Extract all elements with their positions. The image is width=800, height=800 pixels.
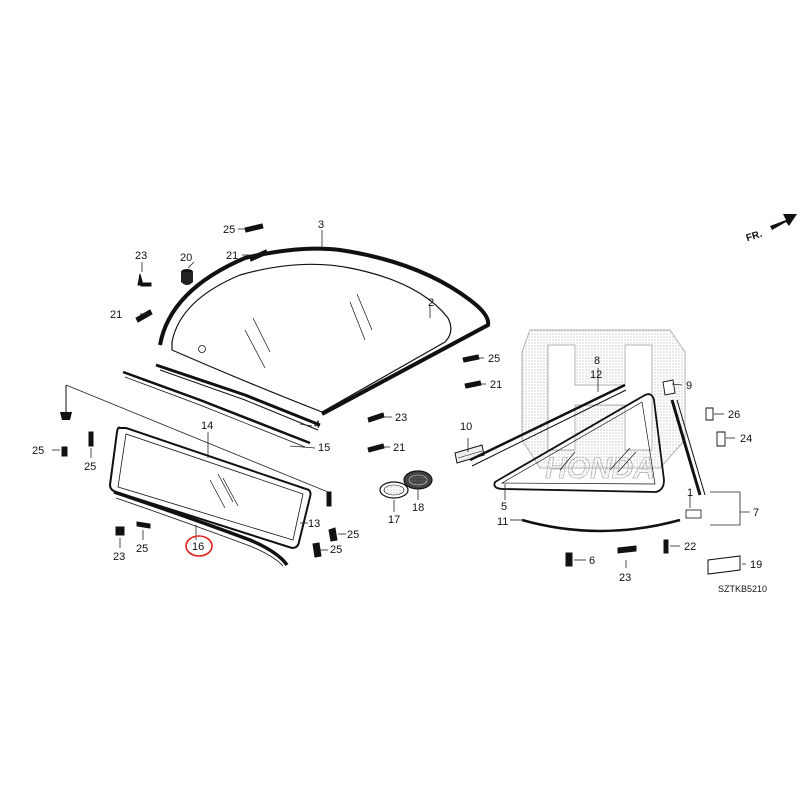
front-direction-indicator: FR.	[745, 214, 797, 244]
callout-21: 21	[393, 442, 405, 454]
fastener-clips	[61, 223, 669, 567]
callout-17: 17	[388, 514, 400, 526]
emblem-18	[403, 470, 433, 490]
highlight-circle-16	[185, 535, 213, 557]
callout-21: 21	[490, 379, 502, 391]
callout-23: 23	[395, 412, 407, 424]
clip-20	[181, 269, 193, 285]
callout-11: 11	[497, 516, 508, 528]
label-plate-19	[707, 555, 741, 575]
callout-18: 18	[412, 502, 424, 514]
bolt-mount	[327, 491, 331, 505]
callout-14: 14	[201, 420, 213, 432]
callout-21: 21	[226, 250, 238, 262]
callout-12: 12	[590, 369, 602, 381]
quarter-glass	[469, 383, 706, 533]
callout-8: 8	[594, 355, 600, 367]
honda-watermark-text: HONDA	[545, 452, 655, 485]
callout-22: 22	[684, 541, 696, 553]
callout-25: 25	[136, 543, 148, 555]
honda-watermark-logo: HONDA	[521, 329, 686, 485]
front-arrow-icon	[770, 214, 797, 230]
callout-5: 5	[501, 501, 507, 513]
callout-6: 6	[589, 555, 595, 567]
lower-seal-strip	[113, 490, 289, 567]
callout-21: 21	[110, 309, 122, 321]
small-parts-right	[662, 379, 726, 447]
windshield-glass	[158, 246, 491, 416]
callout-labels: 3 2 25 21 23 20 21 4 15 14 25 25 13 25 2…	[32, 219, 762, 584]
callout-23: 23	[113, 551, 125, 563]
antenna-bracket	[60, 385, 72, 420]
callout-25: 25	[32, 445, 44, 457]
callout-24: 24	[740, 433, 752, 445]
callout-26: 26	[728, 409, 740, 421]
callout-25: 25	[347, 529, 359, 541]
callout-25: 25	[223, 224, 235, 236]
callout-7: 7	[753, 507, 759, 519]
callout-3: 3	[318, 219, 324, 231]
callout-2: 2	[428, 297, 434, 309]
callout-20: 20	[180, 252, 192, 264]
pad-10	[454, 444, 485, 464]
callout-10: 10	[460, 421, 472, 433]
upper-molding	[155, 363, 321, 431]
callout-25: 25	[330, 544, 342, 556]
callout-1: 1	[687, 487, 693, 499]
callout-13: 13	[308, 518, 320, 530]
callout-23: 23	[135, 250, 147, 262]
callout-16: 16	[192, 541, 204, 553]
lower-molding	[122, 370, 311, 448]
diagram-code: SZTKB5210	[718, 584, 767, 594]
front-direction-label: FR.	[745, 229, 764, 245]
leader-lines	[52, 228, 750, 568]
callout-25: 25	[488, 353, 500, 365]
side-glass-panel	[108, 426, 312, 550]
callout-19: 19	[750, 559, 762, 571]
callout-25: 25	[84, 461, 96, 473]
callout-4: 4	[314, 419, 320, 431]
emblem-17	[379, 481, 409, 499]
callout-9: 9	[686, 380, 692, 392]
callout-23: 23	[619, 572, 631, 584]
callout-15: 15	[318, 442, 330, 454]
